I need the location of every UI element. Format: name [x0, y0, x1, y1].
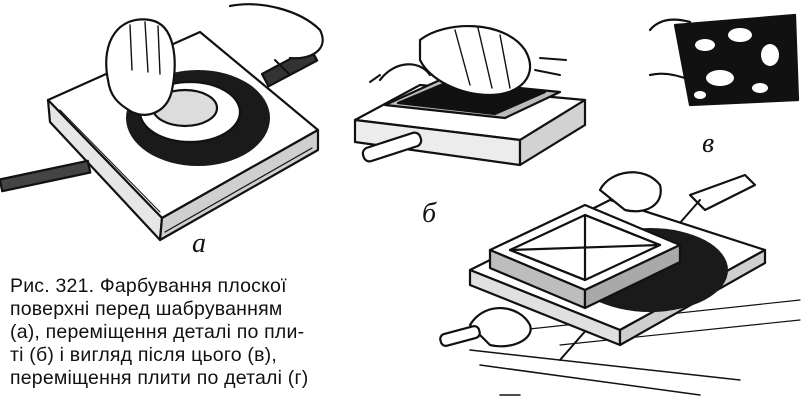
caption-line: ті (б) і вигляд після цього (в),: [10, 344, 277, 366]
illustration-g-moving-plate: [439, 171, 801, 396]
label-a: а: [192, 228, 206, 259]
label-v: в: [702, 128, 715, 159]
caption-line: поверхні перед шабруванням: [10, 298, 283, 320]
illustration-b-moving-detail: [353, 25, 587, 167]
caption-line: Рис. 321. Фарбування плоскої: [10, 275, 287, 297]
illustration-a-surface-plate: [0, 3, 324, 242]
label-b: б: [422, 198, 437, 229]
illustration-v-paint-pattern: [648, 13, 800, 107]
caption-line: переміщення плити по деталі (г): [10, 367, 309, 389]
figure-caption: Рис. 321. Фарбування плоскої поверхні пе…: [10, 275, 390, 390]
caption-line: (а), переміщення деталі по пли-: [10, 321, 305, 343]
